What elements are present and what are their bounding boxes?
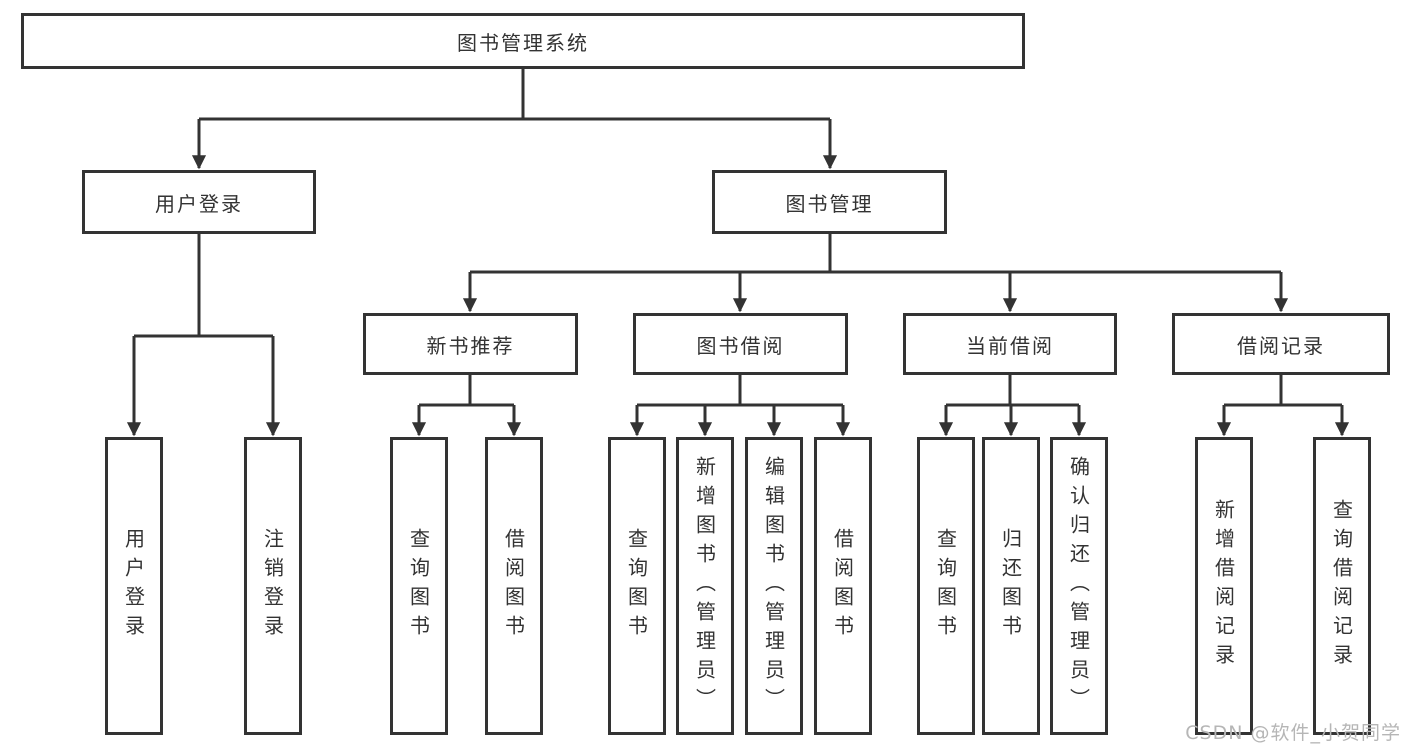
leaf-query-books-newbook-label: 查询图书	[406, 528, 431, 644]
leaf-return-books: 归还图书	[982, 437, 1040, 735]
leaf-query-books-newbook: 查询图书	[390, 437, 448, 735]
leaf-user-login: 用户登录	[105, 437, 163, 735]
leaf-borrow-books-newbook: 借阅图书	[485, 437, 543, 735]
leaf-edit-books-admin: 编辑图书（管理员）	[745, 437, 803, 735]
node-new-book-recommend: 新书推荐	[363, 313, 578, 375]
leaf-query-books-borrow: 查询图书	[608, 437, 666, 735]
leaf-query-books-current-label: 查询图书	[933, 528, 958, 644]
connector-records-trunk	[1224, 375, 1342, 407]
node-new-book-recommend-label: 新书推荐	[426, 333, 515, 358]
leaf-query-borrow-record-label: 查询借阅记录	[1329, 499, 1354, 673]
node-root-label: 图书管理系统	[457, 30, 589, 55]
leaf-borrow-books-newbook-label: 借阅图书	[501, 528, 526, 644]
leaf-return-books-label: 归还图书	[998, 528, 1023, 644]
node-book-borrow-label: 图书借阅	[696, 333, 785, 358]
leaf-add-borrow-record: 新增借阅记录	[1195, 437, 1253, 735]
node-root: 图书管理系统	[21, 13, 1025, 69]
node-borrow-records: 借阅记录	[1172, 313, 1390, 375]
node-current-borrow: 当前借阅	[903, 313, 1117, 375]
leaf-edit-books-admin-label: 编辑图书（管理员）	[761, 455, 786, 717]
connector-cur-borrow-trunk	[946, 375, 1079, 407]
node-book-borrow: 图书借阅	[633, 313, 848, 375]
node-current-borrow-label: 当前借阅	[966, 333, 1054, 358]
leaf-add-borrow-record-label: 新增借阅记录	[1211, 499, 1236, 673]
leaf-query-borrow-record: 查询借阅记录	[1313, 437, 1371, 735]
node-user-login: 用户登录	[82, 170, 316, 234]
leaf-logout-label: 注销登录	[260, 528, 285, 644]
node-user-login-label: 用户登录	[155, 191, 243, 216]
watermark: CSDN @软件_小贺同学	[1185, 722, 1401, 744]
connector-book-borrow-trunk	[637, 375, 843, 407]
leaf-confirm-return-admin-label: 确认归还（管理员）	[1066, 455, 1091, 717]
leaf-add-books-admin: 新增图书（管理员）	[676, 437, 734, 735]
node-borrow-records-label: 借阅记录	[1237, 333, 1325, 358]
leaf-logout: 注销登录	[244, 437, 302, 735]
leaf-add-books-admin-label: 新增图书（管理员）	[692, 455, 717, 717]
connector-user-login-trunk	[134, 234, 273, 338]
leaf-confirm-return-admin: 确认归还（管理员）	[1050, 437, 1108, 735]
leaf-borrow-books-borrow: 借阅图书	[814, 437, 872, 735]
node-book-management: 图书管理	[712, 170, 947, 234]
node-book-management-label: 图书管理	[785, 191, 874, 216]
leaf-borrow-books-borrow-label: 借阅图书	[830, 528, 855, 644]
leaf-query-books-current: 查询图书	[917, 437, 975, 735]
connector-book-mgmt-trunk	[470, 234, 1281, 274]
connector-root-trunk	[199, 69, 830, 121]
leaf-user-login-label: 用户登录	[121, 528, 146, 644]
connector-new-book-trunk	[419, 375, 514, 407]
leaf-query-books-borrow-label: 查询图书	[624, 528, 649, 644]
